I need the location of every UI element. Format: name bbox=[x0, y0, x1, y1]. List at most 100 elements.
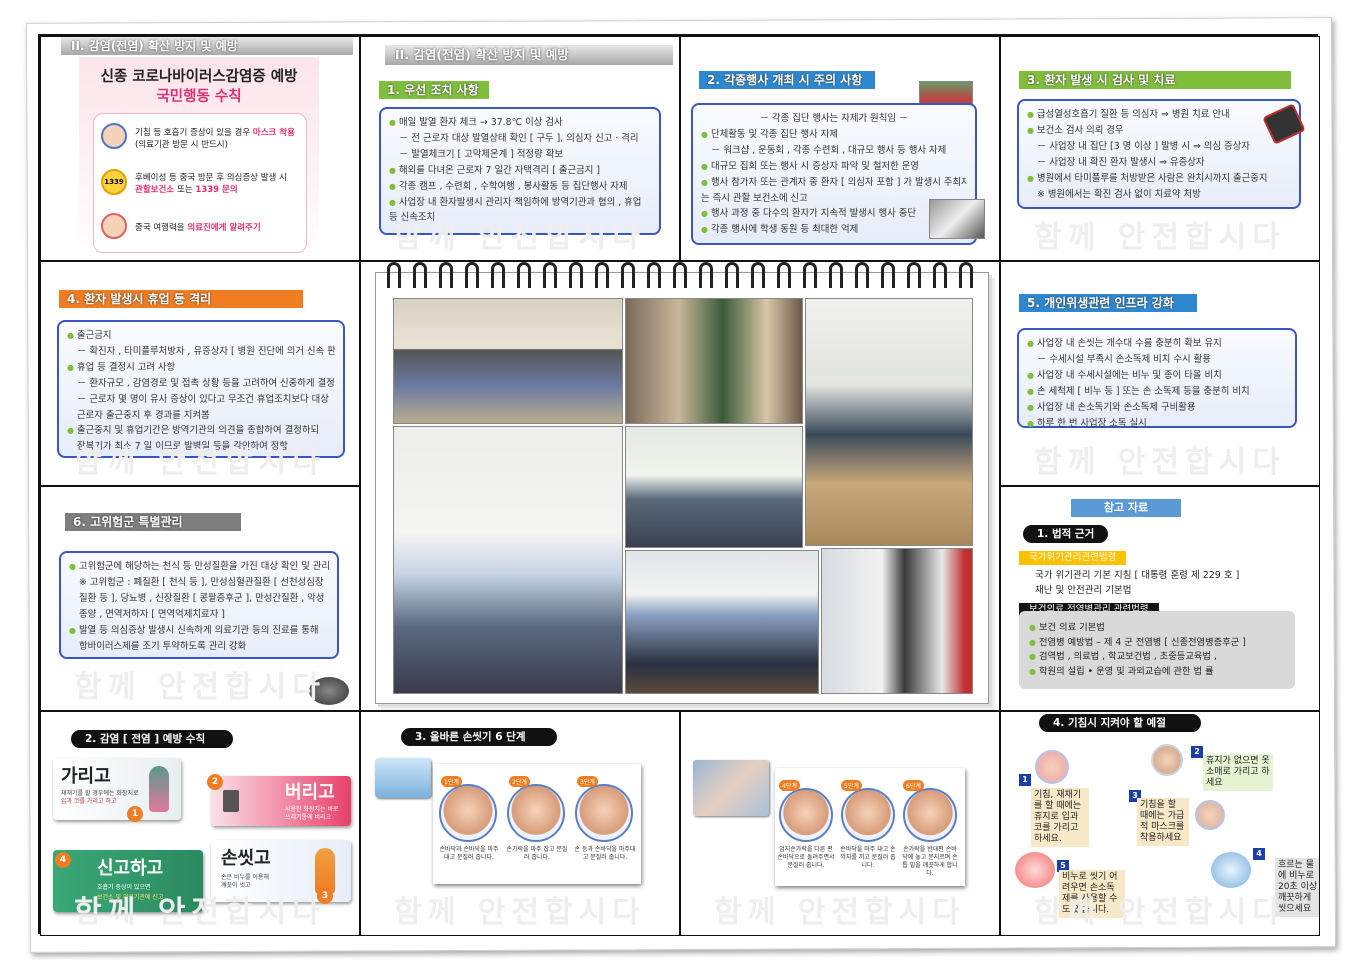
cell-photo-collage bbox=[360, 261, 1000, 711]
binding-ring bbox=[933, 262, 947, 288]
cell-handwash-1: 3. 올바른 손씻기 6 단계 1단계 2단계 3단계 손바닥과 손바닥을 마주… bbox=[360, 711, 680, 936]
line: 고위험군에 해당하는 천식 등 만성질환을 가진 대상 확인 및 관리 bbox=[69, 559, 329, 575]
virus-icon bbox=[309, 677, 349, 705]
line: 근로자 출근중지 후 경과를 지켜봄 bbox=[77, 409, 210, 421]
tag-first-measures: 1. 우선 조치 사항 bbox=[379, 81, 489, 99]
cough-figure bbox=[1035, 750, 1069, 784]
cell-event-caution: 2. 각종행사 개최 시 주의 사항 － 각종 집단 행사는 자제가 원칙임 －… bbox=[680, 36, 1000, 261]
mask-icon bbox=[101, 123, 127, 149]
note-3: 기침을 할 때에는 가급적 마스크를 착용하세요 bbox=[1137, 798, 1189, 846]
step4-hand-icon bbox=[779, 788, 833, 842]
test-treatment-box: 급성열성호흡기 질환 등 의심자 ⇒ 병원 치료 안내 보건소 검사 의뢰 경우… bbox=[1017, 99, 1301, 209]
line: 는 즉시 관할 보건소에 신고 bbox=[701, 192, 808, 204]
pill-handwash: 3. 올바른 손씻기 6 단계 bbox=[401, 728, 557, 746]
handwash-steps: 1단계 2단계 3단계 손바닥과 손바닥을 마주대고 문질러 줍니다. 손가락을… bbox=[433, 764, 641, 884]
binding-ring bbox=[439, 262, 453, 288]
num-2: 2 bbox=[1191, 746, 1203, 758]
person-icon bbox=[315, 848, 335, 894]
num-1: 1 bbox=[1019, 774, 1031, 786]
cell-prevention-poster: II. 감염(전염) 확산 방지 및 예방 신종 코로나바이러스감염증 예방 국… bbox=[40, 36, 360, 261]
binding-ring bbox=[647, 262, 661, 288]
isolation-box: 출근금지 － 확진자 , 타미플루처방자 , 유증상자 [ 병원 진단에 의거 … bbox=[57, 320, 345, 458]
tag-hygiene-infra: 5. 개인위생관련 인프라 강화 bbox=[1019, 294, 1197, 312]
binding-ring bbox=[569, 262, 583, 288]
soap-figure bbox=[1015, 852, 1055, 888]
binding-ring bbox=[777, 262, 791, 288]
line: 하루 한 번 사업장 소독 실시 bbox=[1027, 416, 1287, 432]
line: 발열 등 의심증상 발생시 신속하게 의료기관 등의 진료를 통해 bbox=[69, 623, 329, 639]
note-4: 흐르는 물에 비누로 20초 이상 깨끗하게 씻으세요 bbox=[1275, 858, 1319, 917]
step-caption: 엄지손가락을 다른 편 손바닥으로 돌려주면서 문질러 줍니다. bbox=[777, 846, 835, 869]
cell-first-measures: II. 감염(전염) 확산 방지 및 예방 1. 우선 조치 사항 매일 발열 … bbox=[360, 36, 680, 261]
line: 매일 발열 환자 체크 → 37.8℃ 이상 검사 bbox=[389, 115, 651, 131]
binding-ring bbox=[595, 262, 609, 288]
line: 항바이러스제를 조기 투약하도록 관리 강화 bbox=[79, 640, 247, 652]
step-caption: 손바닥과 손바닥을 마주대고 문질러 줍니다. bbox=[439, 846, 499, 861]
badge-1: 1 bbox=[127, 806, 143, 822]
rule-3: 중국 여행력을 의료진에게 알려주기 bbox=[135, 223, 261, 233]
cell-prevention-rules: 2. 감염 [ 전염 ] 예방 수칙 가리고 재채기를 할 경우에는 화장지로 … bbox=[40, 711, 360, 936]
step-caption: 손가락을 마주 잡고 문질러 줍니다. bbox=[506, 846, 568, 861]
binding-ring bbox=[387, 262, 401, 288]
line: 종양 , 면역저하자 [ 면역억제치료자 ] bbox=[79, 608, 225, 620]
step-label: 1단계 bbox=[441, 776, 462, 787]
binding-ring bbox=[829, 262, 843, 288]
wash-photo bbox=[693, 760, 769, 816]
note-2: 휴지가 없으면 옷 소매로 가리고 하세요 bbox=[1203, 754, 1273, 791]
badge-3: 3 bbox=[317, 888, 333, 904]
handwash-steps: 4단계 5단계 6단계 엄지손가락을 다른 편 손바닥으로 돌려주면서 문질러 … bbox=[775, 768, 965, 886]
first-measures-box: 매일 발열 환자 체크 → 37.8℃ 이상 검사 － 전 근로자 대상 발열상… bbox=[379, 107, 661, 235]
card-title: 신고하고 bbox=[97, 858, 164, 879]
step-label: 2단계 bbox=[509, 776, 530, 787]
section-header: II. 감염(전염) 확산 방지 및 예방 bbox=[61, 37, 353, 55]
line: 학원의 설립 • 운영 및 과외교습에 관한 법 률 bbox=[1029, 665, 1285, 680]
line: 검역법 , 의료법 , 학교보건법 , 초중등교육법 , bbox=[1029, 650, 1285, 665]
card-title: 손씻고 bbox=[221, 848, 271, 869]
watermark: 함께 안전합시다 bbox=[394, 895, 646, 930]
watermark: 함께 안전합시다 bbox=[1034, 895, 1286, 930]
card-desc: 손은 비누를 이용해 bbox=[221, 874, 269, 881]
step-label: 6단계 bbox=[903, 780, 924, 791]
cell-cough-etiquette: 4. 기침시 지켜야 할 예절 1 기침, 재채기를 할 때에는 휴지로 입과 … bbox=[1000, 711, 1320, 936]
line: 사업장 내 손소독기와 손소독제 구비활용 bbox=[1027, 400, 1287, 416]
card-desc: 보건소 및 의료기관에 신고 bbox=[97, 894, 164, 901]
poster-rules bbox=[93, 113, 307, 253]
badge-2: 2 bbox=[207, 774, 223, 790]
binding-ring bbox=[543, 262, 557, 288]
sec2-box: 보건 의료 기본법 전염병 예방법 – 제 4 군 전염병 [ 신종전염병증후군… bbox=[1019, 611, 1295, 689]
line: 병원에서 타미플루를 처방받은 사람은 완치시까지 출근중지 bbox=[1027, 171, 1291, 187]
rule-1: 기침 등 호흡기 증상이 있을 경우 마스크 착용 (의료기관 방문 시 반드시… bbox=[135, 128, 295, 150]
rule-2: 후베이성 등 중국 방문 후 의심증상 발생 시 관할보건소 또는 1339 문… bbox=[135, 173, 287, 195]
step-caption: 손가락을 반대편 손바닥에 놓고 문지르며 손톱 밑을 깨끗하게 합니다. bbox=[902, 846, 958, 877]
line: 사업장 내 수세시설에는 비누 및 종이 타올 비치 bbox=[1027, 368, 1287, 384]
doctor-icon bbox=[101, 213, 127, 239]
card-desc: 쓰레기통에 버리고 bbox=[285, 814, 332, 821]
card-desc: 호흡기 증상이 있으면 bbox=[97, 884, 151, 891]
binding-ring bbox=[517, 262, 531, 288]
phone-icon: 1339 bbox=[101, 169, 127, 195]
mask-figure bbox=[1195, 800, 1225, 830]
line: ※ 병원에서는 확진 검사 없이 치료약 처방 bbox=[1037, 188, 1201, 200]
poster-subtitle: 국민행동 수칙 bbox=[156, 89, 242, 105]
pill-prevention-rules: 2. 감염 [ 전염 ] 예방 수칙 bbox=[71, 730, 233, 748]
card-desc: 사용한 화장지는 바로 bbox=[285, 806, 339, 813]
line: 사업장 내 환자발생시 관리자 책임하에 방역기관과 협의 , 휴업 bbox=[389, 195, 651, 211]
cell-isolation: 4. 환자 발생시 휴업 등 격리 출근금지 － 확진자 , 타미플루처방자 ,… bbox=[40, 261, 360, 486]
card-desc: 입과 코를 가리고 하고 bbox=[61, 798, 117, 805]
line: 해외를 다녀온 근로자 7 일간 자택격리 [ 출근금지 ] bbox=[389, 163, 651, 179]
line: － 수세시설 부족시 손소독제 비치 수시 활용 bbox=[1037, 353, 1211, 365]
event-caution-box: － 각종 집단 행사는 자제가 원칙임 － 단체활동 및 각종 집단 행사 자제… bbox=[691, 103, 977, 245]
poster-grid: II. 감염(전염) 확산 방지 및 예방 신종 코로나바이러스감염증 예방 국… bbox=[38, 34, 1320, 936]
note-5: 비누로 씻기 어려우면 손소독제를 사용할 수도 있습니다. bbox=[1059, 870, 1125, 918]
watermark: 함께 안전합시다 bbox=[1034, 220, 1286, 255]
step6-hand-icon bbox=[903, 788, 957, 842]
card-dispose: 버리고 사용한 화장지는 바로 쓰레기통에 버리고 bbox=[211, 776, 351, 826]
binding-ring bbox=[621, 262, 635, 288]
photo-6 bbox=[625, 550, 819, 694]
line: 질환 등 ], 당뇨병 , 신장질환 [ 콩팥증후군 ], 만성간질환 , 악성 bbox=[79, 592, 325, 604]
spiral-binding bbox=[375, 262, 989, 292]
badge-4: 4 bbox=[55, 852, 71, 868]
faucet-icon bbox=[375, 758, 431, 798]
line: － 사업장 내 확진 환자 발생시 ⇒ 유증상자 bbox=[1037, 156, 1205, 168]
wash-figure bbox=[1211, 852, 1251, 888]
